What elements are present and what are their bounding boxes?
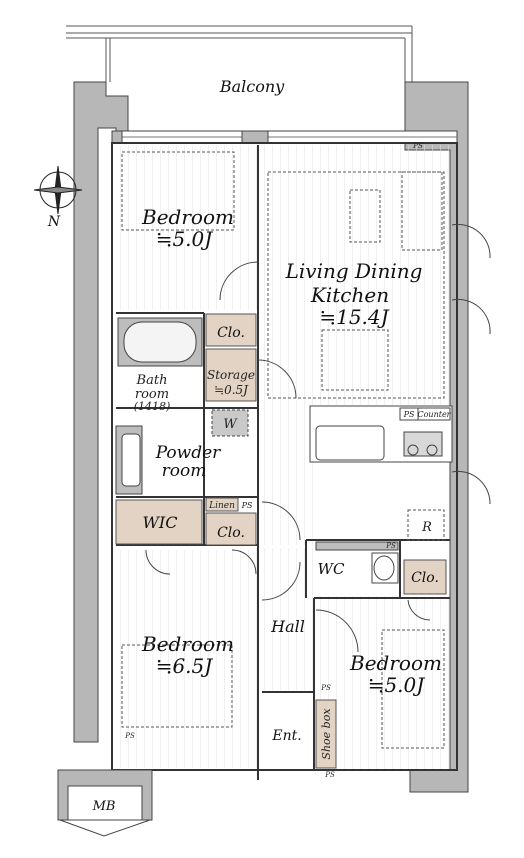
ps-label-entry: PS <box>324 771 335 779</box>
bedroom-sw-size: ≒6.5J <box>156 654 214 678</box>
wc-label: WC <box>318 560 345 578</box>
counter-label: Counter <box>417 410 451 419</box>
entrance-label: Ent. <box>271 728 301 744</box>
bedroom-nw-size: ≒5.0J <box>156 227 214 251</box>
ps-label-counter: PS <box>403 410 415 419</box>
bedroom-nw-name: Bedroom <box>141 205 234 229</box>
closet-upper-label: Clo. <box>217 325 245 341</box>
ps-label-shoebox: PS <box>320 684 331 692</box>
door-swings <box>145 223 491 653</box>
interior-walls <box>111 142 458 780</box>
compass-north-label: N <box>47 214 61 230</box>
bedroom-se-size: ≒5.0J <box>368 673 426 697</box>
bath-line1: Bath <box>136 373 168 388</box>
bath-line3: (1418) <box>134 400 171 413</box>
ldk-name-line1: Living Dining <box>285 259 423 283</box>
bedroom-se-name: Bedroom <box>349 651 442 675</box>
wc-fixtures <box>315 541 399 584</box>
ps-label-wc: PS <box>385 542 396 550</box>
ldk-size: ≒15.4J <box>319 305 389 329</box>
powder-line2: room <box>162 461 207 481</box>
bath-line2: room <box>135 387 169 402</box>
linen-label: Linen <box>208 501 235 511</box>
compass-icon <box>33 165 83 215</box>
ps-label-linen: PS <box>241 501 253 510</box>
closet-wc-label: Clo. <box>411 570 439 586</box>
ldk-name-line2: Kitchen <box>310 283 389 307</box>
bedroom-sw-name: Bedroom <box>141 632 234 656</box>
hall-label: Hall <box>270 617 305 636</box>
refrigerator-label: R <box>421 520 432 535</box>
powder-line1: Powder <box>155 443 221 463</box>
mb-box <box>57 769 153 837</box>
furniture-outlines <box>121 151 445 749</box>
shoe-box-label: Shoe box <box>320 708 333 760</box>
mb-label: MB <box>92 799 116 814</box>
washer-label: W <box>223 417 238 432</box>
balcony-railing <box>66 25 413 82</box>
closet-mid-label: Clo. <box>217 525 245 541</box>
storage-blocks <box>115 313 447 769</box>
kitchen-counter <box>309 405 453 463</box>
ps-label-balcony: PS <box>412 142 423 150</box>
bath-fixtures <box>115 317 249 495</box>
storage-name: Storage <box>207 368 255 382</box>
storage-size: ≒0.5J <box>214 383 249 397</box>
wic-label: WIC <box>142 513 177 532</box>
balcony-label: Balcony <box>219 77 285 96</box>
ps-label-sw: PS <box>124 732 135 740</box>
north-wall <box>111 130 458 144</box>
